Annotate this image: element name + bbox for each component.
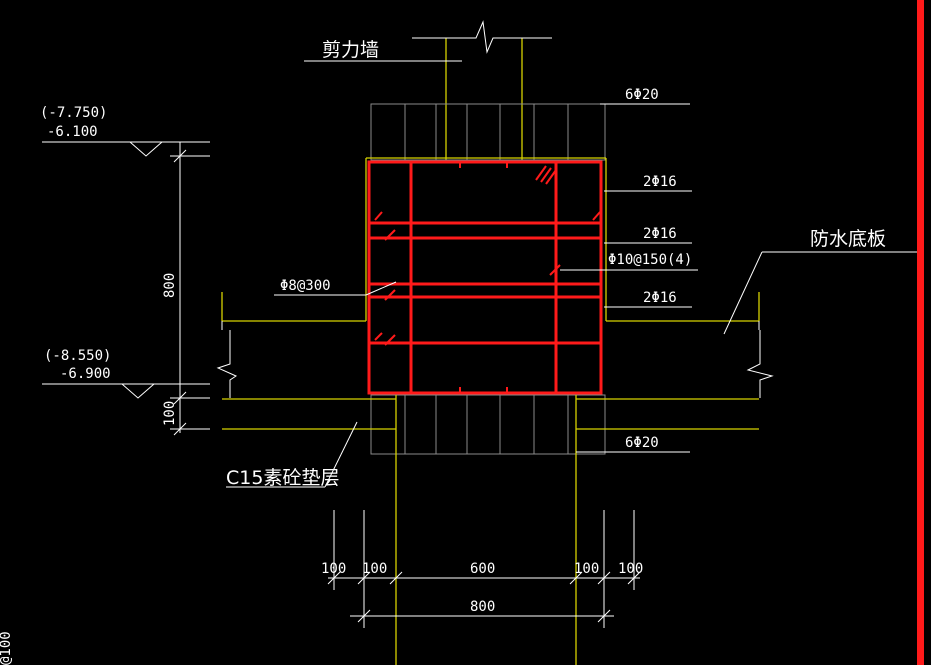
top-rebar-label: 6Φ20 <box>625 87 659 103</box>
horizontal-dimensions: 100 100 600 100 100 800 <box>321 510 643 628</box>
shear-wall-label: 剪力墙 <box>322 39 379 61</box>
elevation-top-paren: (-7.750) <box>40 105 107 121</box>
shear-wall: 剪力墙 <box>304 20 552 160</box>
elevation-bottom-value: -6.900 <box>60 366 111 382</box>
side-rebar-label-1: 2Φ16 <box>643 174 677 190</box>
bottom-rebar-label: 6Φ20 <box>625 435 659 451</box>
rebar-cage <box>367 160 603 395</box>
waterproof-slab-annotation: 防水底板 <box>723 228 917 335</box>
cushion-annotation: C15素砼垫层 <box>226 421 358 489</box>
dimension-600: 600 <box>470 561 495 577</box>
edge-clipped-text: @100 <box>0 631 14 665</box>
side-rebar-label-2: 2Φ16 <box>643 226 677 242</box>
break-symbols <box>216 321 774 398</box>
drawing-border <box>917 0 924 665</box>
dimension-100-c: 100 <box>574 561 599 577</box>
dimension-100-a: 100 <box>321 561 346 577</box>
cushion-label: C15素砼垫层 <box>226 467 339 489</box>
dimension-800-total: 800 <box>470 599 495 615</box>
cushion-dimension: 100 <box>162 401 178 426</box>
waterproof-slab-label: 防水底板 <box>810 228 886 250</box>
height-dimension: 800 <box>162 273 178 298</box>
side-rebar-label-3: 2Φ16 <box>643 290 677 306</box>
elevation-bottom-paren: (-8.550) <box>44 348 111 364</box>
rebar-hatch <box>370 103 606 455</box>
dimension-100-b: 100 <box>362 561 387 577</box>
stirrup-label: Φ10@150(4) <box>608 252 692 268</box>
lacing-bar-label: Φ8@300 <box>280 278 331 294</box>
vertical-dimensions: 800 100 <box>162 142 210 436</box>
elevation-top: (-7.750) -6.100 <box>40 105 210 157</box>
concrete-outline <box>221 157 760 665</box>
rebar-annotations: 6Φ20 2Φ16 2Φ16 Φ10@150(4) 2Φ16 6Φ20 Φ8@3… <box>274 87 698 453</box>
elevation-bottom: (-8.550) -6.900 <box>42 348 210 399</box>
elevation-top-value: -6.100 <box>47 124 98 140</box>
dimension-100-d: 100 <box>618 561 643 577</box>
